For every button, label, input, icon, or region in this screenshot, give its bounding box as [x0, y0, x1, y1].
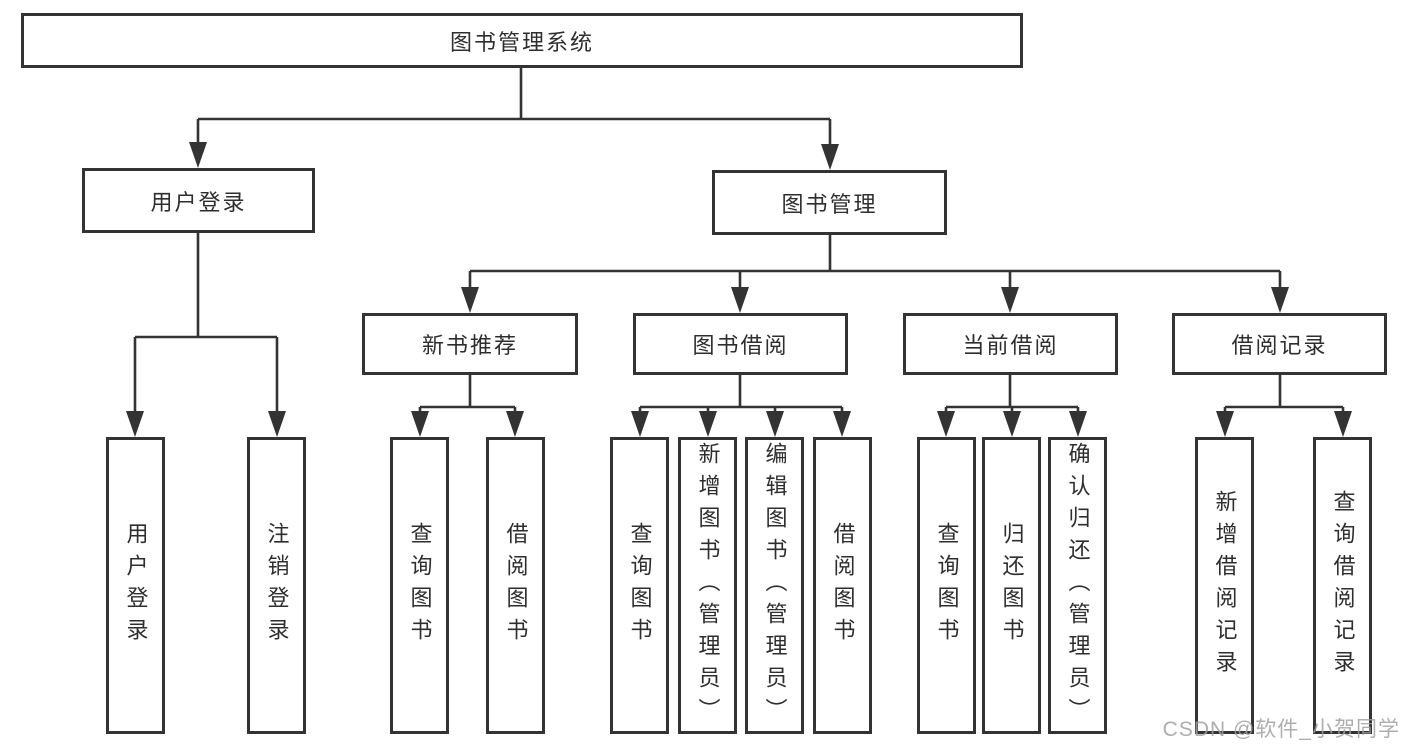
leaf-query-borrow-record: 查询借阅记录: [1313, 437, 1372, 734]
leaf-confirm-return-admin: 确认归还（管理员）: [1048, 437, 1107, 734]
leaf-label: 借阅图书: [830, 521, 856, 650]
leaf-add-books-admin: 新增图书（管理员）: [678, 437, 737, 734]
leaf-label: 借阅图书: [503, 521, 529, 650]
leaf-return-books: 归还图书: [982, 437, 1041, 734]
node-label: 借阅记录: [1231, 333, 1328, 358]
leaf-label: 查询借阅记录: [1330, 489, 1356, 682]
node-label: 图书借阅: [692, 333, 789, 358]
node-current-borrow: 当前借阅: [903, 313, 1118, 375]
leaf-query-books-current: 查询图书: [917, 437, 976, 734]
leaf-label: 新增借阅记录: [1212, 489, 1238, 682]
node-book-borrow: 图书借阅: [633, 313, 848, 375]
leaf-add-borrow-record: 新增借阅记录: [1195, 437, 1254, 734]
leaf-query-books-borrow: 查询图书: [610, 437, 669, 734]
leaf-label: 新增图书（管理员）: [695, 441, 721, 730]
node-user-login: 用户登录: [82, 168, 315, 233]
node-borrow-records: 借阅记录: [1172, 313, 1387, 375]
node-label: 新书推荐: [421, 333, 518, 358]
leaf-label: 查询图书: [934, 521, 960, 650]
leaf-query-books-recommend: 查询图书: [390, 437, 449, 734]
node-label: 当前借阅: [962, 333, 1059, 358]
node-library-management-system: 图书管理系统: [21, 13, 1023, 68]
node-label: 图书管理: [781, 191, 878, 217]
node-book-management: 图书管理: [712, 170, 947, 235]
leaf-label: 注销登录: [264, 521, 290, 650]
node-new-book-recommend: 新书推荐: [362, 313, 578, 375]
leaf-label: 用户登录: [123, 521, 149, 650]
leaf-label: 确认归还（管理员）: [1065, 441, 1091, 730]
leaf-edit-books-admin: 编辑图书（管理员）: [745, 437, 804, 734]
leaf-user-login: 用户登录: [106, 437, 165, 734]
leaf-label: 查询图书: [407, 521, 433, 650]
leaf-logout: 注销登录: [247, 437, 306, 734]
leaf-label: 归还图书: [999, 521, 1025, 650]
leaf-label: 查询图书: [627, 521, 653, 650]
node-label: 图书管理系统: [449, 29, 594, 55]
leaf-borrow-books-recommend: 借阅图书: [486, 437, 545, 734]
csdn-watermark: CSDN @软件_小贺同学: [1162, 718, 1400, 741]
node-label: 用户登录: [150, 189, 247, 215]
leaf-borrow-books: 借阅图书: [813, 437, 872, 734]
leaf-label: 编辑图书（管理员）: [762, 441, 788, 730]
